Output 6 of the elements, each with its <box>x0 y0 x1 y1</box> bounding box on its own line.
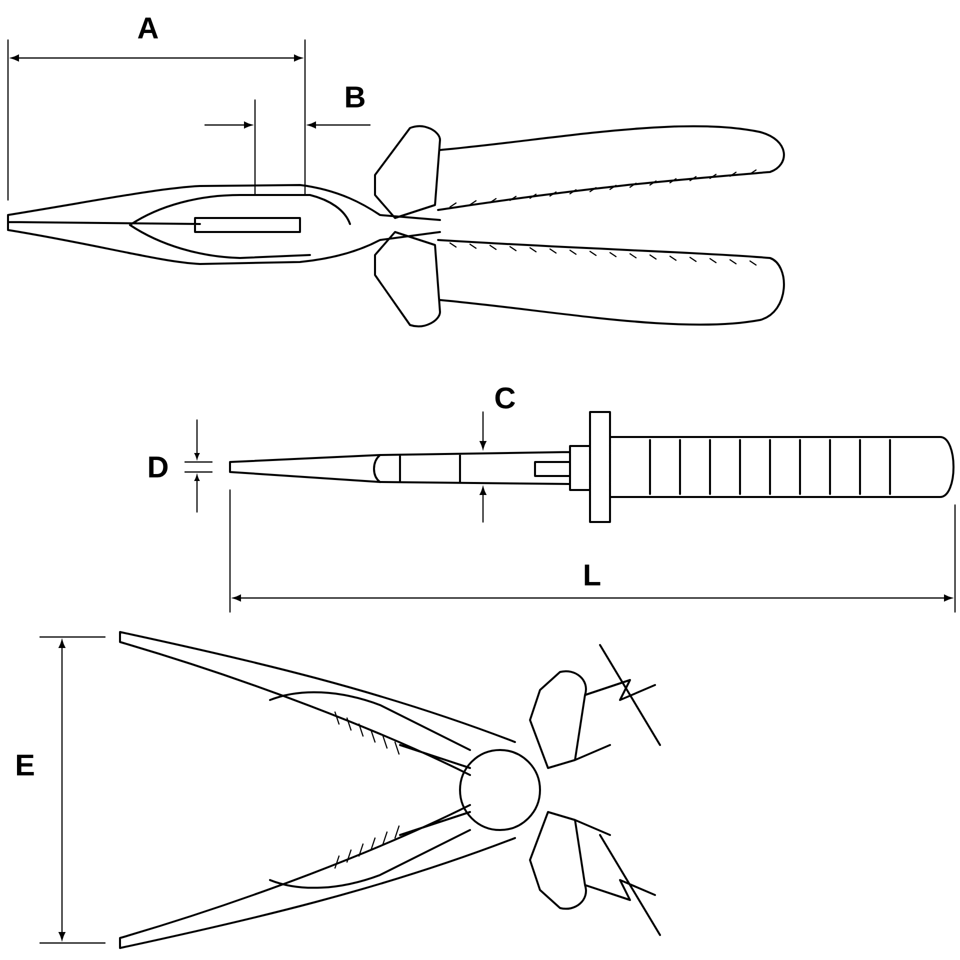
dimension-label: D <box>149 456 168 478</box>
dimension-label: B <box>346 86 364 108</box>
dimension-label: C <box>495 387 516 409</box>
dimension-label: A <box>138 18 158 38</box>
dimension-label: L <box>584 564 600 586</box>
dimension-label: E <box>17 754 34 776</box>
